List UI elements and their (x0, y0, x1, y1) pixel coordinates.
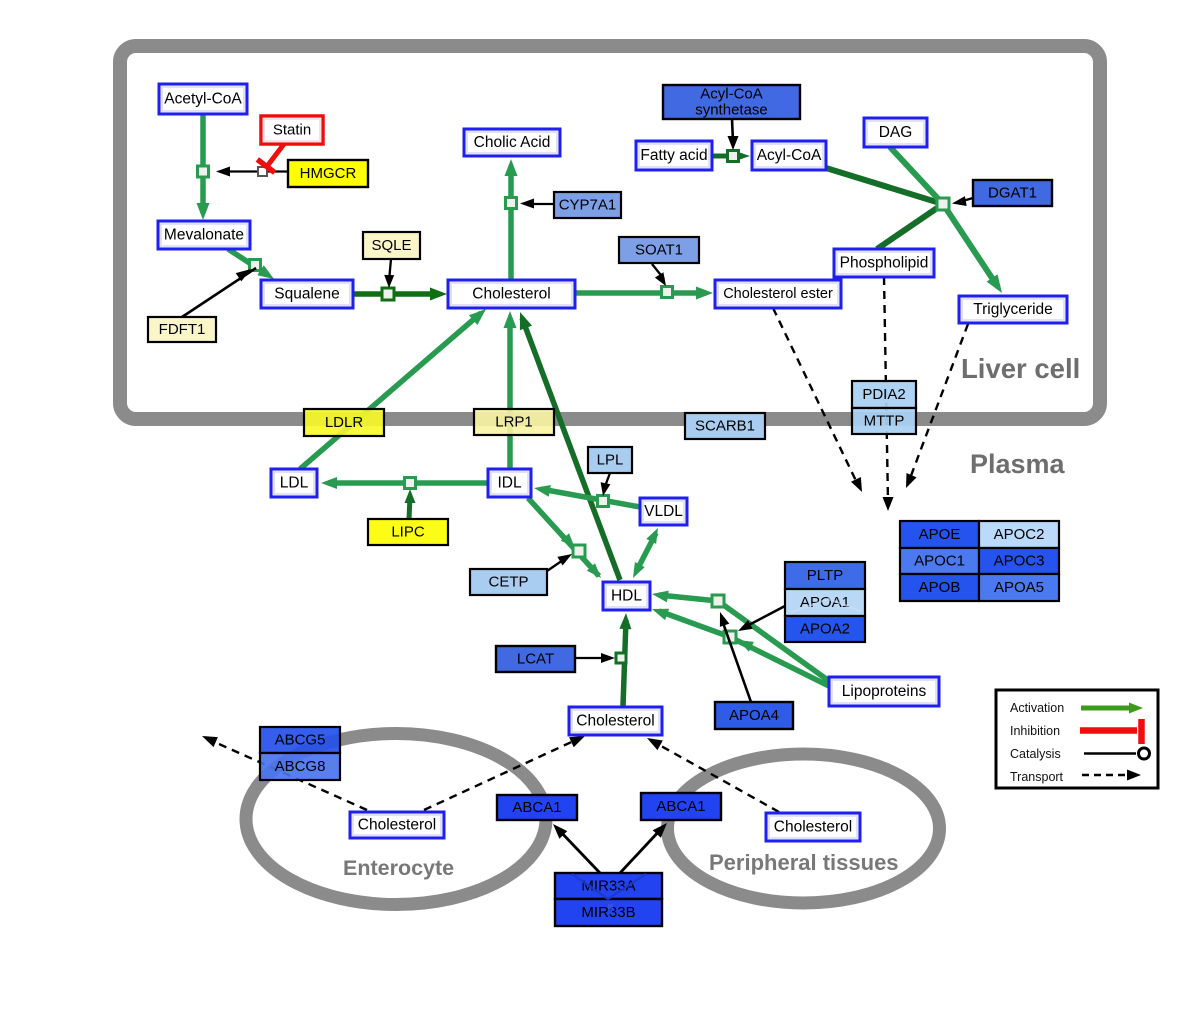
svg-text:APOA4: APOA4 (729, 707, 779, 724)
svg-text:ABCA1: ABCA1 (656, 798, 705, 815)
svg-text:PDIA2: PDIA2 (862, 386, 905, 403)
svg-text:LDLR: LDLR (325, 414, 364, 431)
svg-text:DGAT1: DGAT1 (988, 185, 1037, 202)
svg-text:HDL: HDL (611, 588, 642, 605)
svg-text:LDL: LDL (280, 475, 309, 492)
svg-text:LIPC: LIPC (391, 524, 425, 541)
svg-text:APOC1: APOC1 (914, 553, 965, 570)
svg-text:Liver cell: Liver cell (961, 353, 1080, 384)
svg-text:Enterocyte: Enterocyte (343, 856, 454, 880)
svg-text:ABCA1: ABCA1 (512, 799, 561, 816)
svg-text:CETP: CETP (488, 574, 528, 591)
svg-text:Cholesterol: Cholesterol (472, 286, 550, 303)
svg-text:CYP7A1: CYP7A1 (559, 197, 617, 214)
svg-text:Plasma: Plasma (970, 449, 1066, 479)
svg-text:Acetyl-CoA: Acetyl-CoA (164, 91, 242, 108)
svg-text:Squalene: Squalene (274, 286, 340, 303)
svg-text:APOC2: APOC2 (994, 526, 1045, 543)
svg-text:SCARB1: SCARB1 (695, 418, 755, 435)
svg-text:Mevalonate: Mevalonate (164, 227, 244, 244)
svg-text:APOB: APOB (919, 579, 961, 596)
svg-text:Cholic Acid: Cholic Acid (474, 134, 551, 151)
svg-text:Lipoproteins: Lipoproteins (842, 683, 927, 700)
svg-text:FDFT1: FDFT1 (159, 321, 206, 338)
svg-text:APOA5: APOA5 (994, 579, 1044, 596)
svg-text:LCAT: LCAT (517, 651, 554, 668)
svg-text:ABCG8: ABCG8 (275, 758, 326, 775)
svg-text:Acyl-CoA: Acyl-CoA (757, 147, 822, 164)
svg-text:MIR33B: MIR33B (581, 904, 635, 921)
svg-text:Acyl-CoA: Acyl-CoA (700, 86, 763, 103)
svg-text:Cholesterol: Cholesterol (358, 817, 436, 834)
svg-text:LPL: LPL (597, 452, 624, 469)
svg-text:Cholesterol ester: Cholesterol ester (723, 286, 833, 302)
svg-text:Triglyceride: Triglyceride (973, 301, 1053, 318)
svg-text:PLTP: PLTP (807, 567, 843, 584)
svg-text:Cholesterol: Cholesterol (576, 713, 654, 730)
svg-text:APOA1: APOA1 (800, 594, 850, 611)
svg-text:SQLE: SQLE (371, 237, 411, 254)
svg-text:IDL: IDL (497, 475, 522, 492)
svg-text:MTTP: MTTP (864, 413, 905, 430)
svg-text:Inhibition: Inhibition (1010, 724, 1060, 738)
svg-text:SOAT1: SOAT1 (635, 242, 683, 259)
svg-text:VLDL: VLDL (644, 503, 683, 520)
svg-text:APOC3: APOC3 (994, 553, 1045, 570)
svg-text:Fatty acid: Fatty acid (640, 147, 707, 164)
svg-text:Activation: Activation (1010, 701, 1064, 715)
svg-text:Statin: Statin (273, 122, 311, 139)
svg-text:Cholesterol: Cholesterol (774, 819, 852, 836)
svg-text:DAG: DAG (879, 124, 913, 141)
svg-text:Transport: Transport (1010, 770, 1064, 784)
svg-text:APOE: APOE (919, 526, 961, 543)
svg-text:ABCG5: ABCG5 (275, 732, 326, 749)
svg-text:HMGCR: HMGCR (300, 165, 357, 182)
svg-text:LRP1: LRP1 (495, 414, 533, 431)
svg-text:synthetase: synthetase (695, 102, 768, 119)
svg-text:Catalysis: Catalysis (1010, 747, 1061, 761)
svg-text:Peripheral tissues: Peripheral tissues (709, 850, 899, 875)
svg-text:Phospholipid: Phospholipid (840, 255, 929, 272)
svg-text:APOA2: APOA2 (800, 621, 850, 638)
